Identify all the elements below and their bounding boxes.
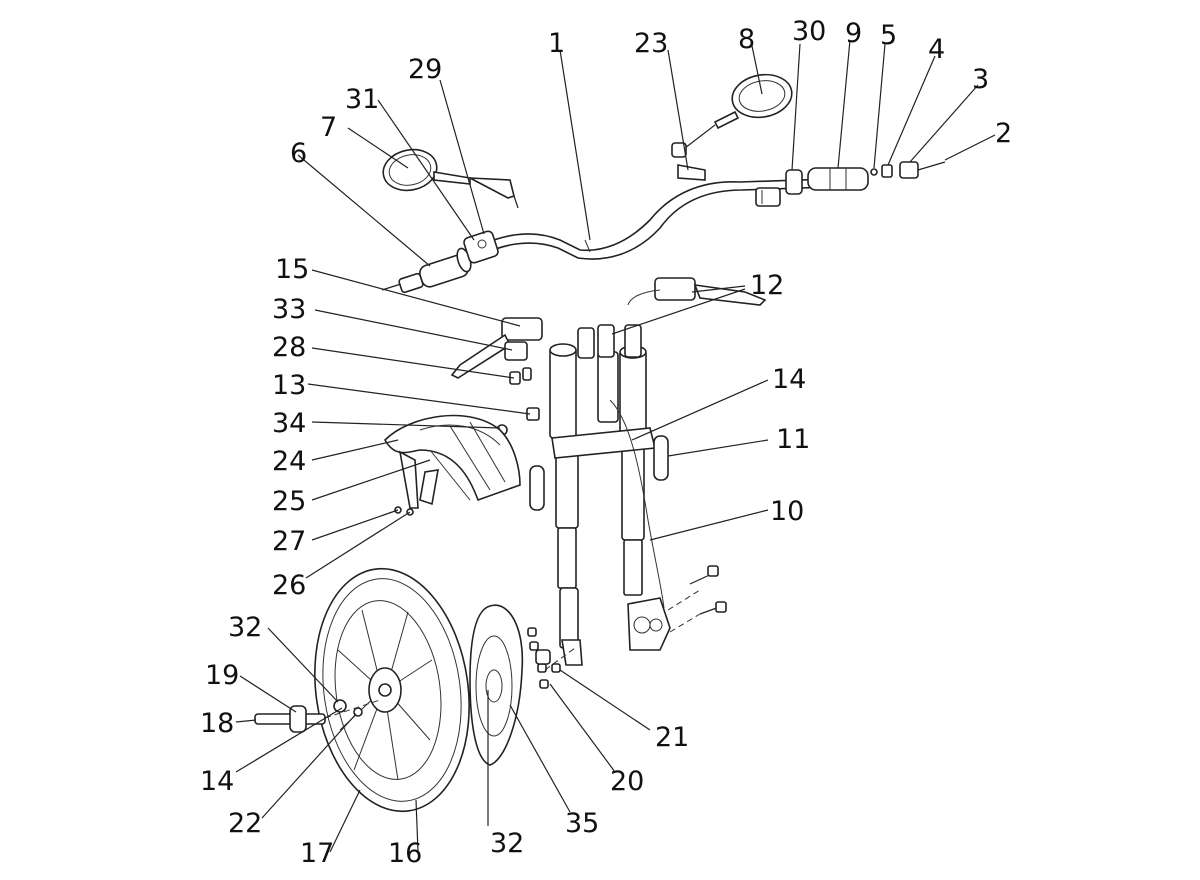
- label-17: 17: [300, 838, 334, 869]
- label-31: 31: [345, 84, 379, 115]
- brake-caliper: [627, 597, 671, 651]
- right-switch-housing: [755, 187, 781, 207]
- label-6: 6: [290, 138, 307, 169]
- throttle-housing: [785, 169, 803, 195]
- front-wheel: [314, 567, 470, 813]
- label-32-axle: 32: [228, 612, 262, 643]
- label-16: 16: [388, 838, 422, 869]
- label-24: 24: [272, 446, 306, 477]
- label-18: 18: [200, 708, 234, 739]
- label-20: 20: [610, 766, 644, 797]
- leader-lines: [235, 39, 996, 853]
- label-7: 7: [320, 112, 337, 143]
- small-fasteners: [496, 367, 540, 436]
- label-12: 12: [750, 270, 784, 301]
- right-mirror: [671, 73, 793, 158]
- label-32-disc: 32: [490, 828, 524, 859]
- label-5: 5: [880, 20, 897, 51]
- label-4: 4: [928, 34, 945, 65]
- front-fender: [384, 414, 521, 509]
- label-14-axle: 14: [200, 766, 234, 797]
- label-21: 21: [655, 722, 689, 753]
- label-8: 8: [738, 24, 755, 55]
- bar-end-parts: [870, 161, 946, 179]
- label-19: 19: [205, 660, 239, 691]
- left-reflector: [529, 465, 545, 511]
- label-28: 28: [272, 332, 306, 363]
- label-3: 3: [972, 64, 989, 95]
- label-22: 22: [228, 808, 262, 839]
- left-grip: [381, 247, 472, 294]
- label-11: 11: [776, 424, 810, 455]
- label-25: 25: [272, 486, 306, 517]
- caliper-bolts: [667, 565, 727, 633]
- label-26: 26: [272, 570, 306, 601]
- front-axle: [254, 647, 576, 733]
- label-29: 29: [408, 54, 442, 85]
- label-9: 9: [845, 18, 862, 49]
- label-33: 33: [272, 294, 306, 325]
- left-switch-housing: [463, 230, 499, 264]
- brake-disc: [469, 604, 524, 766]
- label-30: 30: [792, 16, 826, 47]
- label-27: 27: [272, 526, 306, 557]
- front-fork: [549, 324, 665, 666]
- right-bracket: [677, 164, 706, 181]
- label-15: 15: [275, 254, 309, 285]
- label-34: 34: [272, 408, 306, 439]
- callout-labels: 1 23 8 30 9 5 4 3 2 29 31 7 6 12 15 33 2…: [200, 16, 1012, 869]
- label-1: 1: [548, 28, 565, 59]
- label-2: 2: [995, 118, 1012, 149]
- label-23: 23: [634, 28, 668, 59]
- label-13: 13: [272, 370, 306, 401]
- label-14-fork: 14: [772, 364, 806, 395]
- left-mirror: [382, 148, 519, 209]
- right-reflector: [653, 435, 669, 481]
- right-grip: [807, 167, 869, 191]
- label-10: 10: [770, 496, 804, 527]
- label-35: 35: [565, 808, 599, 839]
- hub-bolts: [527, 627, 561, 689]
